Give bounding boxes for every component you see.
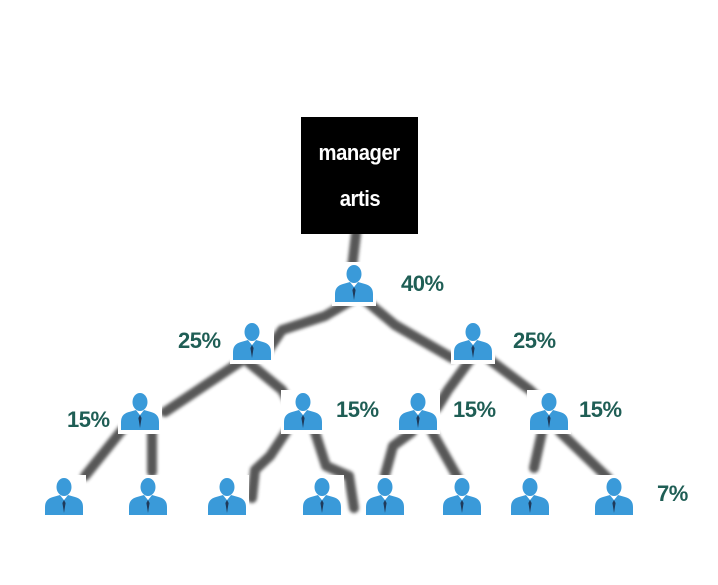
percentage-level2-left: 25% xyxy=(178,328,221,353)
person-icon person-level2-right xyxy=(451,320,495,364)
percentage-level3-c: 15% xyxy=(453,397,496,422)
person-nodes xyxy=(42,262,636,519)
connector-l1-l2right xyxy=(360,295,457,363)
connector-l1-l2left xyxy=(260,295,357,360)
percentage-level3-a: 15% xyxy=(67,407,110,432)
person-icon person-level4-5 xyxy=(363,475,407,519)
person-icon person-level4-8 xyxy=(592,475,636,519)
percentage-level1: 40% xyxy=(401,271,444,296)
person-icon person-level4-6 xyxy=(440,475,484,519)
connector-lines xyxy=(80,229,613,513)
person-icon person-level3-d xyxy=(527,390,571,434)
person-icon person-level3-b xyxy=(281,390,325,434)
connector-l2right-l3c xyxy=(432,355,475,413)
person-icon person-level3-c xyxy=(396,390,440,434)
person-icon person-level2-left xyxy=(230,320,274,364)
person-icon person-level4-4 xyxy=(300,475,344,519)
connector-l3c-l4-5 xyxy=(380,427,417,480)
person-icon person-level4-7 xyxy=(508,475,552,519)
connector-l3c-l4-6 xyxy=(427,427,463,483)
connector-l3b-l4-4 xyxy=(310,427,359,513)
percentage-level2-right: 25% xyxy=(513,328,556,353)
percentage-level3-d: 15% xyxy=(579,397,622,422)
root-manager-box: manager artis xyxy=(301,117,418,234)
percentage-level4: 7% xyxy=(657,481,688,506)
person-icon person-level4-3 xyxy=(205,475,249,519)
connector-l3a-l4-1 xyxy=(80,425,127,481)
person-icon person-level1 xyxy=(332,262,376,306)
percentage-level3-b: 15% xyxy=(336,397,379,422)
connector-l3b-l4-3 xyxy=(247,427,291,503)
root-label-line1: manager xyxy=(318,139,401,165)
person-icon person-level3-a xyxy=(118,390,162,434)
person-icon person-level4-2 xyxy=(126,475,170,519)
person-icon person-level4-1 xyxy=(42,475,86,519)
connector-l3d-l4-7 xyxy=(529,427,547,473)
connector-l2left-l3a xyxy=(160,357,245,417)
root-label-line2: artis xyxy=(339,185,380,211)
connector-l3d-l4-8 xyxy=(555,427,613,483)
